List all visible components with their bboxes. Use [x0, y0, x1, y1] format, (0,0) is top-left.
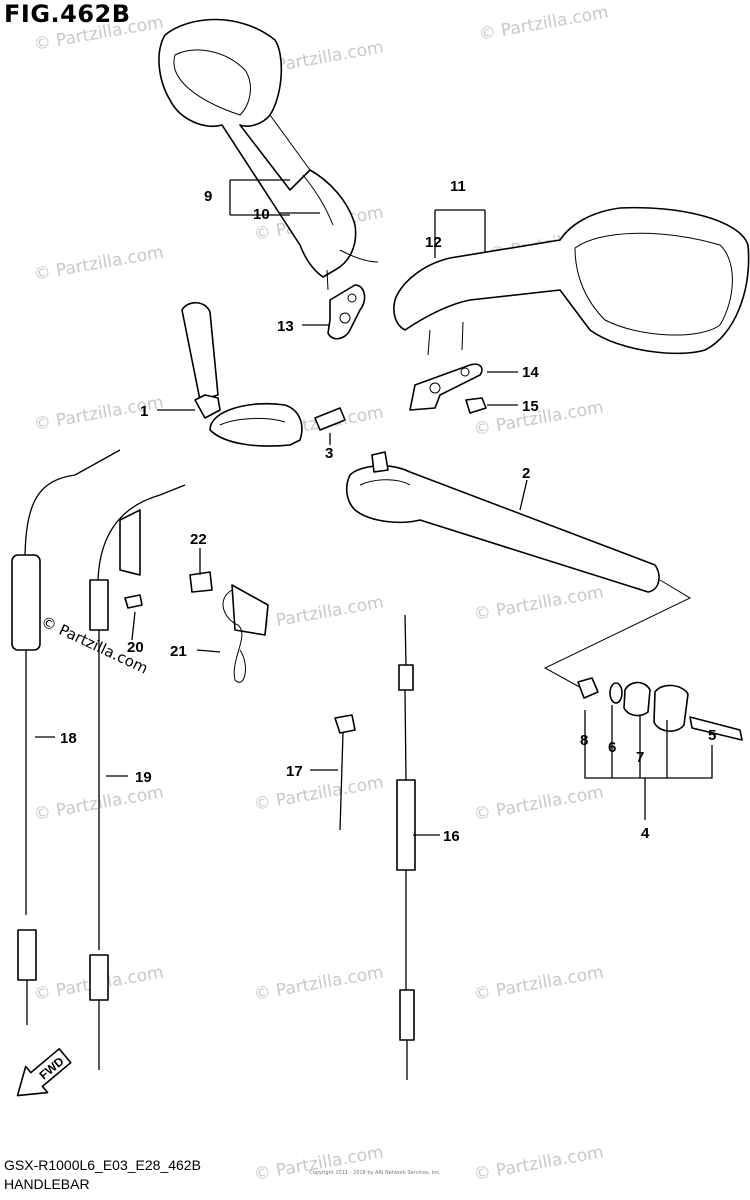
bolt-3	[314, 407, 346, 431]
watermark-layer: © Partzilla.com © Partzilla.com © Partzi…	[32, 2, 620, 1184]
model-code: GSX-R1000L6_E03_E28_462B	[4, 1157, 201, 1173]
callout-14: 14	[522, 364, 539, 381]
copyright-line: Copyright 2011 - 2018 by ARI Network Ser…	[309, 1170, 441, 1176]
right-mirror	[393, 206, 750, 356]
callout-22: 22	[190, 531, 207, 548]
clutch-cable-16	[396, 614, 416, 1080]
callout-3: 3	[325, 445, 333, 462]
section-name: HANDLEBAR	[4, 1176, 90, 1192]
watermark-text: © Partzilla.com	[472, 1142, 605, 1184]
right-mirror-bracket	[409, 363, 483, 411]
cable-tie-17	[334, 714, 356, 831]
watermark-text: © Partzilla.com	[252, 1142, 385, 1184]
callout-6: 6	[608, 739, 616, 756]
watermark-text: © Partzilla.com	[252, 772, 385, 814]
watermark-text: © Partzilla.com	[472, 782, 605, 824]
callout-8: 8	[580, 732, 588, 749]
watermark-text: © Partzilla.com	[32, 242, 165, 284]
callout-16: 16	[443, 828, 460, 845]
watermark-text: © Partzilla.com	[472, 397, 605, 439]
callout-1: 1	[140, 403, 148, 420]
callout-5: 5	[708, 727, 716, 744]
callout-20: 20	[127, 639, 144, 656]
bar-end-parts	[577, 677, 743, 741]
callout-15: 15	[522, 398, 539, 415]
watermark-text: © Partzilla.com	[252, 962, 385, 1004]
figure-title: FIG.462B	[4, 0, 131, 28]
left-handlebar	[181, 301, 303, 447]
leader-lines	[35, 179, 713, 836]
callout-11: 11	[450, 178, 466, 195]
watermark-text: © Partzilla.com	[252, 592, 385, 634]
left-mirror-bracket	[327, 284, 366, 340]
nut-15	[465, 397, 487, 414]
callout-2: 2	[522, 465, 530, 482]
callout-4-bracket	[584, 705, 713, 820]
watermark-text: © Partzilla.com	[472, 962, 605, 1004]
throttle-cable-18	[11, 449, 121, 1025]
callout-18: 18	[60, 730, 77, 747]
callout-21: 21	[170, 643, 187, 660]
callout-4: 4	[641, 825, 650, 842]
callout-19: 19	[135, 769, 152, 786]
callout-12: 12	[425, 234, 442, 251]
watermark-text: © Partzilla.com	[472, 582, 605, 624]
throttle-cable-19	[89, 484, 186, 1070]
right-handlebar	[345, 451, 660, 593]
watermark-text: © Partzilla.com	[477, 2, 610, 44]
fwd-arrow: FWD	[16, 1048, 72, 1097]
callout-7: 7	[636, 749, 644, 766]
cable-bracket	[119, 509, 269, 683]
callout-10: 10	[253, 206, 270, 223]
assembly-guide	[543, 579, 692, 691]
callout-13: 13	[277, 318, 294, 335]
callout-9: 9	[204, 188, 212, 205]
callout-labels: 1 2 3 4 5 6 7 8 9 10 11 12 13 14 15 16 1…	[60, 178, 716, 845]
callout-17: 17	[286, 763, 303, 780]
